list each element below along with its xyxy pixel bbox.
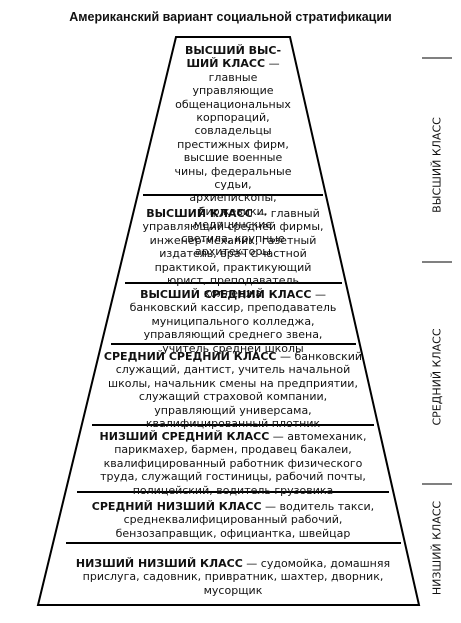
tier-heading: НИЗШИЙ СРЕДНИЙ КЛАСС [99, 430, 270, 443]
tier-description: — главный управляющий средней фирмы, инж… [142, 207, 324, 301]
tier-description: — автомеханик, парикмахер, бармен, прода… [100, 430, 367, 497]
diagram-title: Американский вариант социальной стратифи… [69, 10, 392, 24]
tier-description: — банковский кассир, преподаватель муниц… [129, 288, 337, 355]
tier-upper-upper: ВЫСШИЙ ВЫС-ШИЙ КЛАСС — главные управляющ… [172, 44, 294, 259]
tier-middle-middle: СРЕДНИЙ СРЕДНИЙ КЛАСС — банковский служа… [103, 350, 363, 430]
side-label-upper-class: ВЫСШИЙ КЛАСС [430, 117, 444, 213]
tier-description: — главные управляющие общенациональных к… [174, 57, 292, 259]
tier-lower-lower: НИЗШИЙ НИЗШИЙ КЛАСС — судомойка, домашня… [64, 557, 402, 597]
tier-middle-lower: СРЕДНИЙ НИЗШИЙ КЛАСС — водитель такси, с… [72, 500, 394, 540]
tier-heading: НИЗШИЙ НИЗШИЙ КЛАСС [75, 557, 243, 570]
tier-description: — судомойка, домашняя прислуга, садовник… [82, 557, 391, 597]
tier-description: — банковский служащий, дантист, учитель … [108, 350, 363, 431]
tier-heading: ВЫСШИЙ КЛАСС [146, 207, 253, 220]
tier-description: — водитель такси, среднеквалифицированны… [115, 500, 375, 540]
tier-lower-middle: НИЗШИЙ СРЕДНИЙ КЛАСС — автомеханик, пари… [85, 430, 381, 497]
side-label-lower-class: НИЗШИЙ КЛАСС [430, 500, 444, 596]
tier-upper-middle: ВЫСШИЙ СРЕДНИЙ КЛАСС — банковский кассир… [124, 288, 342, 355]
tier-heading: СРЕДНИЙ НИЗШИЙ КЛАСС [91, 500, 262, 513]
tier-upper: ВЫСШИЙ КЛАСС — главный управляющий средн… [140, 207, 326, 301]
tier-heading: ВЫСШИЙ СРЕДНИЙ КЛАСС [140, 288, 312, 301]
tier-heading: ВЫСШИЙ ВЫС-ШИЙ КЛАСС [184, 44, 282, 71]
tier-heading: СРЕДНИЙ СРЕДНИЙ КЛАСС [103, 350, 277, 363]
pyramid-outline [36, 36, 421, 606]
side-label-middle-class: СРЕДНИЙ КЛАСС [430, 328, 444, 426]
